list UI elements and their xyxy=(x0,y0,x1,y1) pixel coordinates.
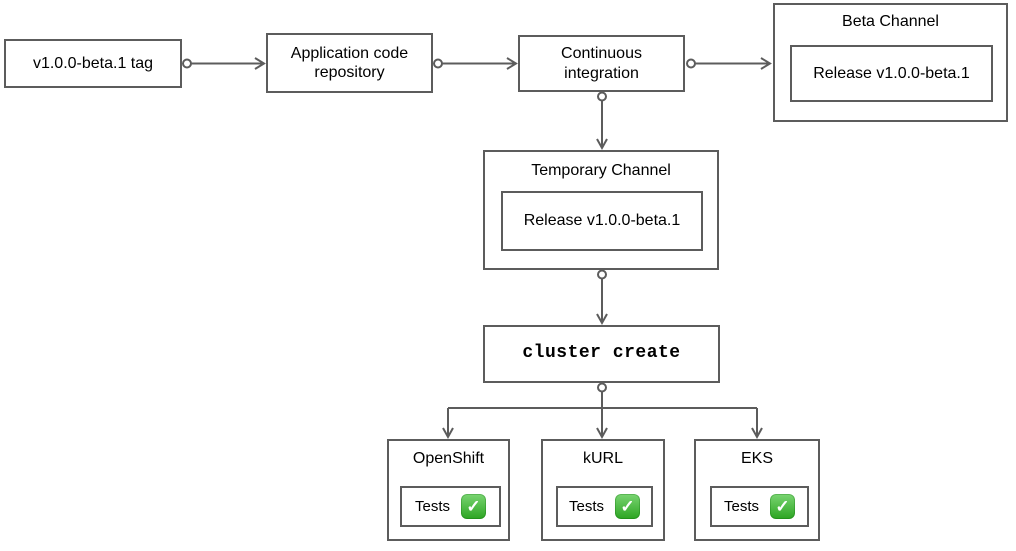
node-application-code-repository: Application code repository xyxy=(266,33,433,93)
node-continuous-integration-label: Continuous integration xyxy=(561,45,642,82)
edge-tag-to-repo xyxy=(182,57,266,70)
node-continuous-integration: Continuous integration xyxy=(518,35,685,92)
temporary-channel-release-box: Release v1.0.0-beta.1 xyxy=(501,191,703,251)
node-version-tag: v1.0.0-beta.1 tag xyxy=(4,39,182,88)
edge-ci-to-temporary-channel xyxy=(596,91,608,151)
temporary-channel-title: Temporary Channel xyxy=(531,162,671,179)
edge-repo-to-ci xyxy=(433,57,518,70)
cluster-kurl-title: kURL xyxy=(582,450,623,467)
cluster-openshift-tests-box: Tests ✓ xyxy=(400,486,501,527)
node-application-code-repository-label: Application code repository xyxy=(290,44,409,81)
node-beta-channel: Beta Channel Release v1.0.0-beta.1 xyxy=(773,3,1008,122)
cluster-openshift-title: OpenShift xyxy=(412,450,485,467)
check-mark-button-icon: ✓ xyxy=(615,494,640,519)
node-cluster-create-command: cluster create xyxy=(483,325,720,383)
beta-channel-title: Beta Channel xyxy=(842,13,939,30)
cluster-kurl-tests-box: Tests ✓ xyxy=(556,486,653,527)
cluster-eks-title: EKS xyxy=(740,450,773,467)
beta-channel-release-label: Release v1.0.0-beta.1 xyxy=(813,64,970,82)
temporary-channel-release-label: Release v1.0.0-beta.1 xyxy=(523,212,681,230)
node-cluster-openshift: OpenShift Tests ✓ xyxy=(387,439,510,541)
node-temporary-channel: Temporary Channel Release v1.0.0-beta.1 xyxy=(483,150,719,270)
check-mark-button-icon: ✓ xyxy=(770,494,795,519)
edge-temporary-channel-to-cluster-create xyxy=(596,269,608,326)
node-cluster-eks: EKS Tests ✓ xyxy=(694,439,820,541)
tests-label: Tests xyxy=(723,498,759,515)
beta-channel-release-box: Release v1.0.0-beta.1 xyxy=(790,45,993,102)
check-mark-button-icon: ✓ xyxy=(461,494,486,519)
cluster-create-label: cluster create xyxy=(522,343,681,364)
cluster-eks-tests-box: Tests ✓ xyxy=(710,486,809,527)
edge-cluster-create-to-clusters xyxy=(442,382,763,440)
edge-ci-to-beta-channel xyxy=(686,57,772,70)
tests-label: Tests xyxy=(414,498,450,515)
tests-label: Tests xyxy=(568,498,604,515)
node-cluster-kurl: kURL Tests ✓ xyxy=(541,439,665,541)
node-version-tag-label: v1.0.0-beta.1 tag xyxy=(32,54,154,72)
